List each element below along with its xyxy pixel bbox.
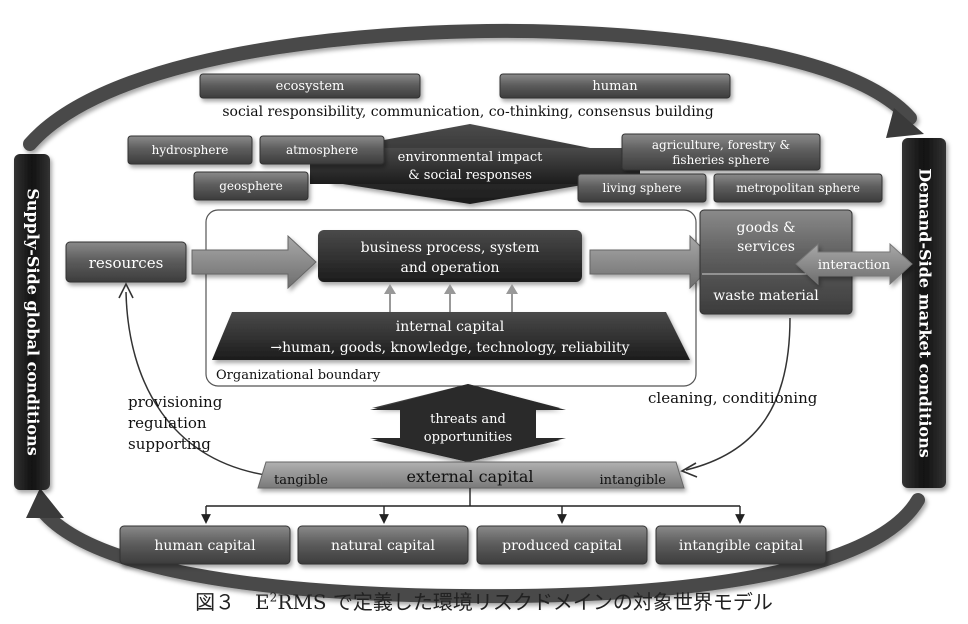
internal-capital-label: internal capital <box>396 319 505 335</box>
internal-capital-shape: internal capital →human, goods, knowledg… <box>212 312 690 360</box>
atmosphere-box: atmosphere <box>259 135 385 165</box>
business-process-box: business process, system and operation <box>318 230 582 282</box>
human-capital-label: human capital <box>154 538 256 554</box>
resources-box: resources <box>65 241 187 283</box>
agriculture-box: agriculture, forestry & fisheries sphere <box>621 133 821 171</box>
living-sphere-box: living sphere <box>577 173 707 203</box>
external-capital-bar: tangible external capital intangible <box>257 461 685 489</box>
threats-line1: threats and <box>430 412 506 427</box>
resources-to-business-arrow <box>191 234 317 290</box>
capital-tree-connectors <box>201 488 745 524</box>
agriculture-line1: agriculture, forestry & <box>652 138 791 152</box>
internal-capital-up-arrows <box>384 284 518 312</box>
external-capital-label: external capital <box>406 467 533 486</box>
provisioning-label: provisioning <box>128 393 223 411</box>
social-responsibility-text: social responsibility, communication, co… <box>222 104 713 120</box>
cleaning-arrow <box>680 317 791 478</box>
threats-line2: opportunities <box>424 430 512 445</box>
caption-prefix: 図３ E <box>195 590 270 614</box>
goods-services-line2: services <box>737 239 795 255</box>
business-process-line1: business process, system <box>361 240 540 256</box>
supply-side-bar: Supply-Side global conditions <box>14 154 50 490</box>
caption-suffix: RMS で定義した環境リスクドメインの対象世界モデル <box>277 590 773 614</box>
ecosystem-label: ecosystem <box>276 79 345 94</box>
figure-caption: 図３ E2RMS で定義した環境リスクドメインの対象世界モデル <box>0 586 968 615</box>
produced-capital-box: produced capital <box>476 525 648 565</box>
intangible-label: intangible <box>599 473 666 488</box>
goods-services-line1: goods & <box>737 220 796 236</box>
supply-side-label: Supply-Side global conditions <box>24 188 43 455</box>
provisioning-arrow <box>118 282 273 477</box>
caption-superscript: 2 <box>269 590 278 605</box>
intangible-capital-box: intangible capital <box>655 525 827 565</box>
regulation-label: regulation <box>128 414 207 432</box>
interaction-arrow: interaction <box>795 242 913 286</box>
hydrosphere-box: hydrosphere <box>127 135 253 165</box>
threats-opportunities-arrow: threats and opportunities <box>370 384 566 462</box>
natural-capital-box: natural capital <box>297 525 469 565</box>
metropolitan-sphere-label: metropolitan sphere <box>736 181 860 195</box>
human-label: human <box>592 79 638 94</box>
environmental-impact-shape: environmental impact & social responses <box>310 124 640 204</box>
produced-capital-label: produced capital <box>502 538 622 554</box>
demand-side-bar: Demand-Side market conditions <box>902 138 946 488</box>
business-process-line2: and operation <box>400 260 499 276</box>
living-sphere-label: living sphere <box>602 181 681 195</box>
intangible-capital-label: intangible capital <box>679 538 804 554</box>
waste-material-label: waste material <box>713 288 819 304</box>
supporting-label: supporting <box>128 435 211 453</box>
internal-capital-detail: →human, goods, knowledge, technology, re… <box>270 340 629 356</box>
org-boundary-label: Organizational boundary <box>216 368 381 383</box>
metropolitan-sphere-box: metropolitan sphere <box>713 173 883 203</box>
cleaning-conditioning-label: cleaning, conditioning <box>648 389 818 407</box>
resources-label: resources <box>89 254 164 272</box>
interaction-label: interaction <box>818 258 891 273</box>
env-impact-line2: & social responses <box>408 168 532 183</box>
geosphere-label: geosphere <box>219 179 283 193</box>
agriculture-line2: fisheries sphere <box>672 153 769 167</box>
ecosystem-box: ecosystem <box>199 73 421 99</box>
tangible-label: tangible <box>274 473 328 488</box>
hydrosphere-label: hydrosphere <box>152 143 229 157</box>
human-box: human <box>499 73 731 99</box>
env-impact-line1: environmental impact <box>398 150 543 165</box>
cycle-arc-top <box>23 23 924 151</box>
atmosphere-label: atmosphere <box>286 143 358 157</box>
natural-capital-label: natural capital <box>331 538 436 554</box>
human-capital-box: human capital <box>119 525 291 565</box>
goods-services-box: goods & services waste material <box>699 209 853 315</box>
geosphere-box: geosphere <box>193 171 309 201</box>
demand-side-label: Demand-Side market conditions <box>916 168 935 457</box>
